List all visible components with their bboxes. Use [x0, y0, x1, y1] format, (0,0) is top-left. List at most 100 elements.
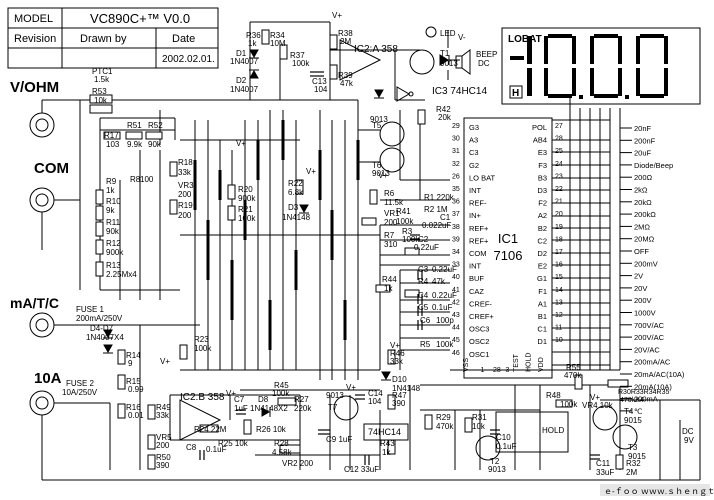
label-r45: R45: [274, 381, 289, 390]
label-r36: R36: [246, 31, 261, 40]
ic1-bottom-pin: 28: [493, 367, 501, 374]
label-r3-val: 100k: [402, 235, 420, 244]
label-vr5: VR5: [156, 433, 172, 442]
model-value: VC890C+™ V0.0: [90, 11, 190, 26]
label-r6: R6: [384, 189, 395, 198]
label-c8-val: 0.1uF: [206, 445, 227, 454]
ic1-pin-name: OSC1: [469, 350, 489, 359]
label-r41: R41: [396, 207, 411, 216]
ic1-pin-name: LO BAT: [469, 173, 496, 182]
ic1-pin-name: E2: [538, 262, 547, 271]
transistor-t3-icon: [612, 424, 638, 450]
ic1-bottom-pin: 3: [506, 367, 510, 374]
jack-label-10a: 10A: [34, 370, 62, 387]
ic1-pin-name: A3: [469, 136, 478, 145]
label-r31-val: 10k: [472, 422, 486, 431]
ic1-pin-name: C3: [469, 148, 479, 157]
ic1-pin-name: E3: [538, 148, 547, 157]
revision-label: Revision: [14, 33, 56, 45]
label-r9-val: 1k: [106, 186, 115, 195]
label-c2: C2: [418, 235, 429, 244]
range-label: 200V/AC: [634, 333, 665, 342]
ic1-body: [463, 117, 553, 379]
ic1-pin-number: 39: [452, 236, 460, 243]
resistor-symbols: [89, 29, 629, 470]
label-r48: R48: [546, 391, 561, 400]
label-r22-val: 6.8k: [288, 188, 304, 197]
range-label: 200kΩ: [634, 210, 656, 219]
label-r52-val: 90k: [148, 140, 162, 149]
label-r44: R44: [382, 275, 397, 284]
ic1-pin-number: 31: [452, 148, 460, 155]
input-jacks: V/OHM COM mA/T/C 10A: [10, 79, 69, 416]
label-r14-val: 9: [128, 359, 133, 368]
label-r25: R25 10k: [218, 439, 249, 448]
label-r10: R10: [106, 197, 121, 206]
label-r55-val: 470k: [564, 371, 582, 380]
range-label: 2MΩ: [634, 222, 650, 231]
label-vplus-5: V+: [160, 357, 170, 366]
ic1-pin-name: AB4: [533, 136, 547, 145]
opamp-ic2b-icon: [179, 399, 222, 441]
label-r42: R42: [436, 105, 451, 114]
ic1-pin-number: 30: [452, 136, 460, 143]
label-c6: C6: [420, 316, 431, 325]
range-label: OFF: [634, 247, 649, 256]
ic1-pin-number: 12: [555, 312, 563, 319]
label-t5: T5: [372, 121, 382, 130]
label-c11-val: 33uF: [596, 468, 614, 477]
label-r7-val: 310: [384, 240, 398, 249]
ic1-chip: IC1 7106: [463, 117, 553, 379]
ic1-pin-name: CREF-: [469, 299, 492, 308]
ic1-pin-number: 38: [452, 224, 460, 231]
label-fuse2: FUSE 2: [66, 379, 95, 388]
jack-label-matc: mA/T/C: [10, 295, 59, 311]
ic1-pin-number: 41: [452, 287, 460, 294]
label-r46-val: 33k: [390, 357, 404, 366]
ic1-pin-number: 11: [555, 325, 562, 332]
label-r29: R29: [436, 413, 451, 422]
label-vr3: VR3: [178, 181, 194, 190]
label-r14: R14: [126, 351, 141, 360]
ic1-pin-number: 19: [555, 224, 563, 231]
label-r37: R37: [290, 51, 305, 60]
label-r1: R1 220k: [424, 193, 455, 202]
label-r31: R31: [472, 413, 487, 422]
ic1-pin-number: 13: [555, 299, 563, 306]
ic1-pin-name: B2: [538, 224, 547, 233]
label-r43-val: 1k: [382, 448, 391, 457]
ic1-pin-number: 32: [452, 161, 460, 168]
label-r50-val: 390: [156, 461, 170, 470]
diode-symbols: [103, 49, 450, 417]
label-d4d7-val: 1N4007X4: [86, 333, 124, 342]
label-beep-dc: DC: [478, 59, 490, 68]
label-t3: T3: [628, 443, 638, 452]
label-r23-val: 100k: [194, 344, 212, 353]
label-vr2: VR2 200: [282, 459, 314, 468]
label-r12-val: 900k: [106, 248, 124, 257]
label-fuse2-val: 10A/250V: [62, 388, 98, 397]
jack-label-vohm: V/OHM: [10, 79, 59, 96]
label-r11: R11: [106, 218, 121, 227]
watermark-text: ｅ-ｆｏｏ ｗｗｗ.ｓｈｅｎｇｔａｌ.ｃｏｍ: [604, 487, 714, 496]
label-vr5-val: 200: [156, 441, 170, 450]
label-c6-val: 100p: [436, 316, 454, 325]
ic1-pin-number: 15: [555, 274, 563, 281]
label-r29-val: 470k: [436, 422, 454, 431]
led-icon: [425, 26, 437, 38]
label-vplus-7: V+: [226, 389, 236, 398]
label-r43: R43: [380, 439, 395, 448]
label-c7-val: 1uF: [234, 404, 248, 413]
label-r28: R28: [274, 439, 289, 448]
ic1-pin-number: 22: [555, 186, 563, 193]
label-r21: R21: [238, 205, 253, 214]
label-c4-val: 0.22uF: [432, 291, 457, 300]
ic1-ref: IC1: [498, 231, 518, 246]
gate-ic3-icon: [396, 86, 410, 102]
label-vr4: VR4 10k: [582, 401, 614, 410]
label-r9: R9: [106, 177, 117, 186]
label-c10-val: 0.1uF: [496, 442, 517, 451]
label-r22: R22: [288, 179, 303, 188]
opamp-ic2a-icon: [339, 39, 382, 81]
